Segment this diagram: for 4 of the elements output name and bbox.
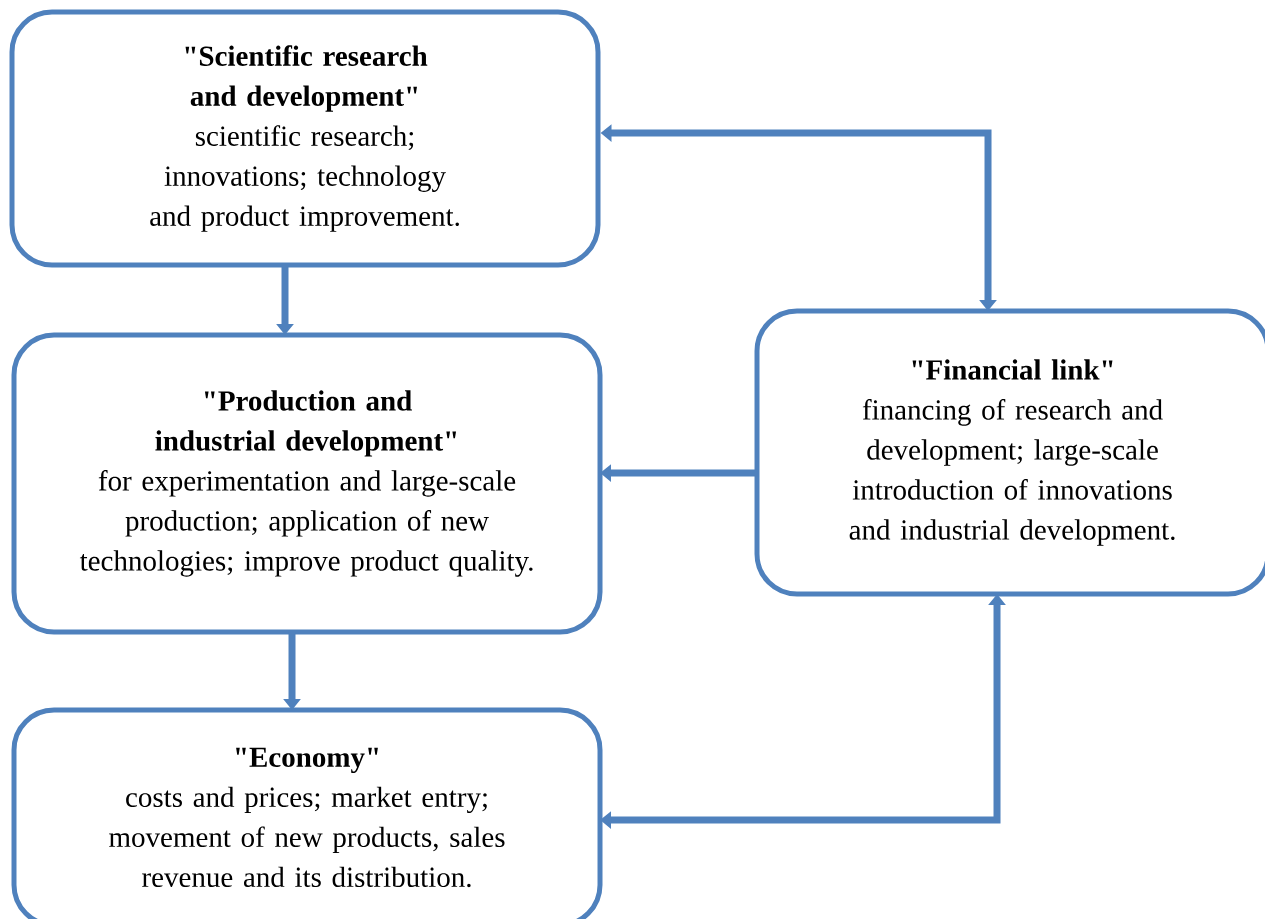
process-box: "Economy" costs and prices; market entry; movement of new products, sales revenue and its distribution. — [11, 707, 603, 919]
process-box: "Scientific research and development" scientific research; innovations; technology and product improvement. — [9, 9, 601, 268]
process-box: "Production and industrial development" for experimentation and large-scale production; application of new technologies; improve product quality. — [11, 332, 603, 635]
process-box: "Financial link" financing of research and development; large-scale introduction of innovations and industrial development. — [754, 308, 1265, 597]
